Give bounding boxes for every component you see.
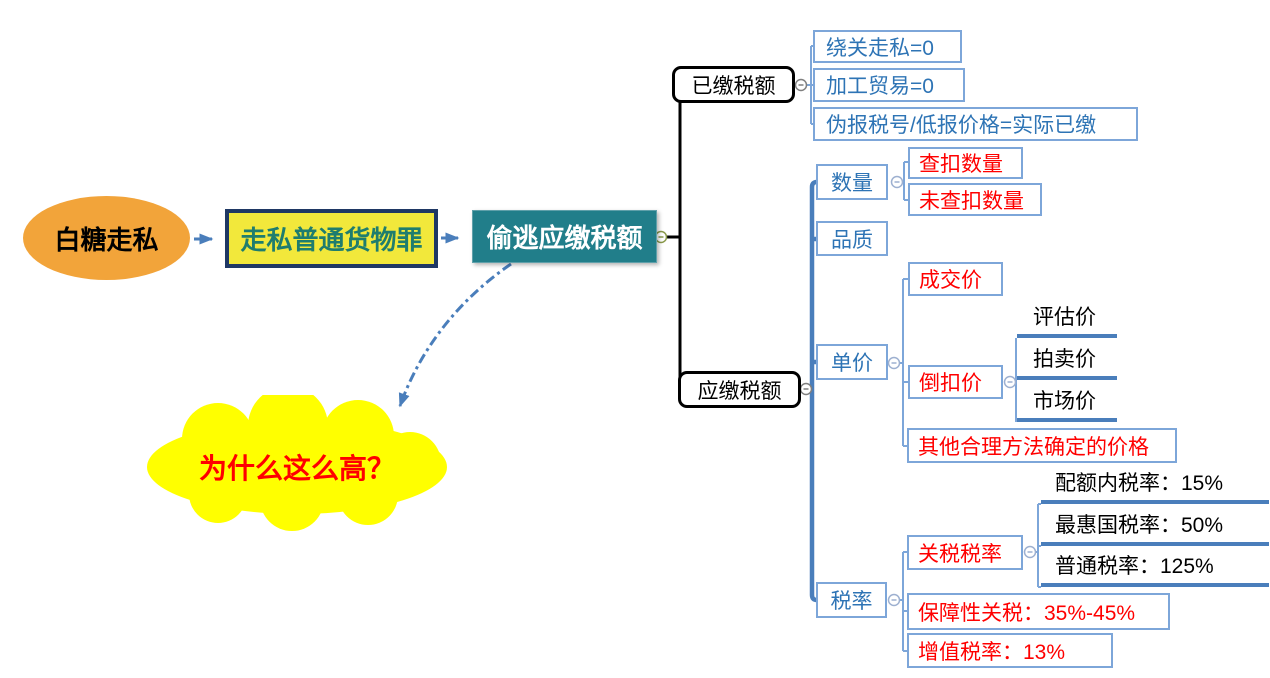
node-quantity-label: 数量 <box>831 172 873 195</box>
node-safeguard-tariff[interactable]: 保障性关税：35%-45% <box>907 593 1170 630</box>
leaf-label: 最惠国税率：50% <box>1055 514 1224 537</box>
collapse-toggle-tariff[interactable] <box>1023 545 1037 559</box>
node-paid-child-bypass[interactable]: 绕关走私=0 <box>813 30 962 63</box>
leaf-label: 倒扣价 <box>919 372 982 395</box>
collapse-toggle-reverse[interactable] <box>1003 375 1017 389</box>
node-payable-label: 应缴税额 <box>697 379 782 403</box>
node-transaction-price[interactable]: 成交价 <box>908 262 1003 296</box>
collapse-toggle-evaded[interactable] <box>654 230 668 244</box>
node-crime-label: 走私普通货物罪 <box>240 225 423 255</box>
node-tariff-rate[interactable]: 关税税率 <box>907 535 1023 570</box>
leaf-label: 市场价 <box>1033 390 1096 413</box>
node-other-method-price[interactable]: 其他合理方法确定的价格 <box>907 428 1177 463</box>
leaf-label: 关税税率 <box>918 542 1002 566</box>
bracket-evaded-children <box>667 84 682 389</box>
collapse-toggle-taxrate[interactable] <box>887 593 901 607</box>
bracket-unitprice-children <box>899 278 908 447</box>
node-quantity[interactable]: 数量 <box>816 164 888 200</box>
bracket-quantity-children <box>903 161 908 201</box>
node-seized-quantity[interactable]: 查扣数量 <box>908 147 1023 179</box>
node-auction-price[interactable]: 拍卖价 <box>1017 347 1117 380</box>
leaf-label: 保障性关税：35%-45% <box>918 601 1136 625</box>
node-vat-rate[interactable]: 增值税率：13% <box>907 633 1113 668</box>
node-paid-child-processing[interactable]: 加工贸易=0 <box>813 68 965 102</box>
leaf-label: 绕关走私=0 <box>826 36 934 60</box>
leaf-label: 其他合理方法确定的价格 <box>918 435 1149 459</box>
node-reverse-price[interactable]: 倒扣价 <box>908 365 1003 399</box>
node-root[interactable]: 白糖走私 <box>23 196 190 280</box>
collapse-toggle-payable[interactable] <box>799 382 813 396</box>
node-payable[interactable]: 应缴税额 <box>678 371 801 408</box>
node-quality[interactable]: 品质 <box>816 221 888 256</box>
collapse-toggle-paid[interactable] <box>794 78 808 92</box>
leaf-label: 增值税率：13% <box>918 640 1066 664</box>
leaf-label: 评估价 <box>1033 306 1096 329</box>
collapse-toggle-quantity[interactable] <box>890 175 904 189</box>
node-paid[interactable]: 已缴税额 <box>672 66 795 103</box>
leaf-label: 成交价 <box>919 269 982 292</box>
collapse-toggle-unitprice[interactable] <box>887 356 901 370</box>
leaf-label: 未查扣数量 <box>919 189 1024 213</box>
leaf-label: 拍卖价 <box>1033 348 1096 371</box>
node-mfn-rate[interactable]: 最惠国税率：50% <box>1041 513 1269 546</box>
node-tax-rate-label: 税率 <box>830 590 873 613</box>
node-paid-label: 已缴税额 <box>691 74 776 98</box>
node-paid-child-misdeclare[interactable]: 伪报税号/低报价格=实际已缴 <box>813 107 1138 141</box>
leaf-label: 查扣数量 <box>919 153 1003 176</box>
node-quality-label: 品质 <box>831 228 873 252</box>
node-evaded[interactable]: 偷逃应缴税额 <box>472 210 657 263</box>
bracket-taxrate-children <box>899 551 907 652</box>
node-crime[interactable]: 走私普通货物罪 <box>225 209 438 268</box>
bracket-tariff-children <box>1036 503 1041 588</box>
node-quota-rate[interactable]: 配额内税率：15% <box>1041 471 1269 504</box>
node-unit-price-label: 单价 <box>831 352 873 375</box>
cloud-question-label: 为什么这么高？ <box>198 453 395 484</box>
node-unit-price[interactable]: 单价 <box>816 344 888 380</box>
node-appraisal-price[interactable]: 评估价 <box>1017 305 1117 338</box>
node-root-label: 白糖走私 <box>54 224 159 255</box>
leaf-label: 加工贸易=0 <box>826 75 934 98</box>
leaf-label: 配额内税率：15% <box>1055 472 1224 495</box>
cloud-shape[interactable] <box>140 395 455 535</box>
bracket-payable-children <box>800 179 818 603</box>
node-market-price[interactable]: 市场价 <box>1017 389 1117 422</box>
node-general-rate[interactable]: 普通税率：125% <box>1041 554 1269 587</box>
node-unseized-quantity[interactable]: 未查扣数量 <box>908 183 1042 216</box>
node-tax-rate[interactable]: 税率 <box>816 582 887 618</box>
leaf-label: 伪报税号/低报价格=实际已缴 <box>826 114 1097 137</box>
dashed-callout-arrow <box>398 262 512 408</box>
node-evaded-label: 偷逃应缴税额 <box>486 223 643 253</box>
leaf-label: 普通税率：125% <box>1055 555 1214 578</box>
